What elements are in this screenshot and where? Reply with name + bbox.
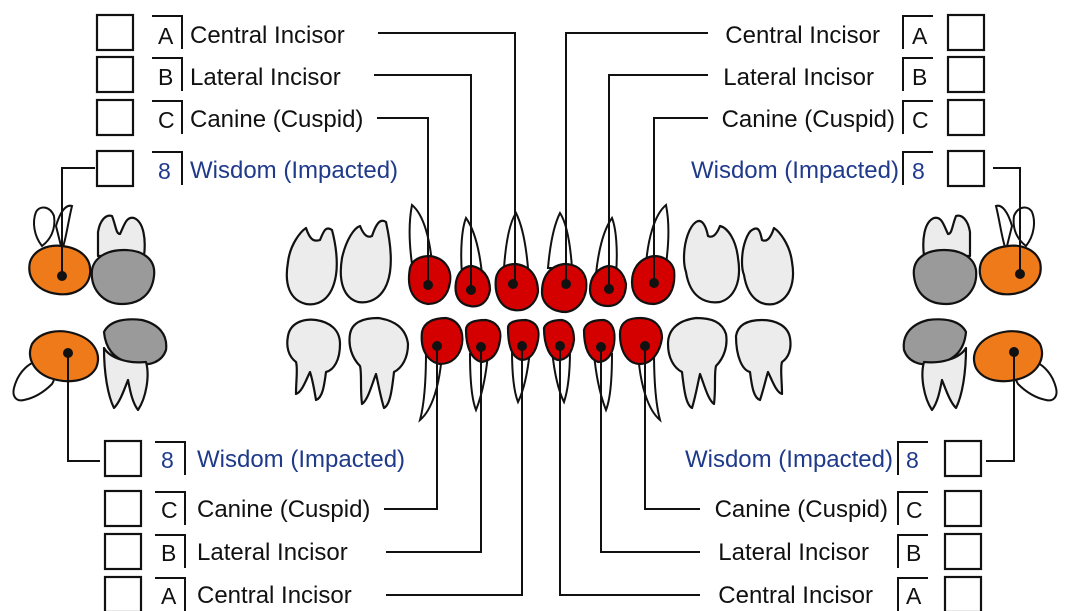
- code-upper-right-wisdom: 8: [912, 158, 925, 184]
- lower-right-wisdom-tooth: [974, 331, 1042, 381]
- lower-left-lateral-incisor: [466, 320, 500, 362]
- lower-left-wisdom-tooth: [30, 331, 98, 381]
- checkbox-lower-left-canine[interactable]: [105, 491, 141, 526]
- code-lower-left-canine: C: [161, 497, 178, 523]
- label-lower-right-lateral-incisor: Lateral Incisor: [718, 539, 869, 566]
- right-wisdom-group: [904, 206, 1057, 410]
- label-upper-right-wisdom: Wisdom (Impacted): [691, 157, 899, 184]
- label-upper-right-central-incisor: Central Incisor: [725, 22, 880, 49]
- lower-right-molar-2: [736, 320, 791, 400]
- upper-arch: [287, 205, 793, 312]
- left-wisdom-group: [13, 206, 166, 410]
- upper-left-wisdom-root: [34, 207, 54, 246]
- label-lower-right-wisdom: Wisdom (Impacted): [685, 446, 893, 473]
- label-lower-left-wisdom: Wisdom (Impacted): [197, 446, 405, 473]
- checkbox-upper-right-wisdom[interactable]: [948, 151, 984, 186]
- code-upper-left-canine: C: [158, 107, 175, 133]
- code-lower-left-central-incisor: A: [161, 583, 177, 609]
- label-upper-left-central-incisor: Central Incisor: [190, 22, 345, 49]
- checkbox-lower-left-central-incisor[interactable]: [105, 577, 141, 611]
- label-upper-right-lateral-incisor: Lateral Incisor: [723, 64, 874, 91]
- upper-right-labels: Central Incisor A Lateral Incisor B Cani…: [691, 15, 984, 186]
- checkbox-upper-right-canine[interactable]: [948, 100, 984, 135]
- code-lower-right-central-incisor: A: [906, 583, 922, 609]
- code-lower-right-canine: C: [906, 497, 923, 523]
- code-upper-right-central-incisor: A: [912, 23, 928, 49]
- label-upper-right-canine: Canine (Cuspid): [722, 106, 895, 133]
- lower-left-molar-1: [349, 318, 408, 408]
- label-upper-left-wisdom: Wisdom (Impacted): [190, 157, 398, 184]
- upper-right-second-molar-crown: [914, 250, 976, 304]
- checkbox-upper-left-wisdom[interactable]: [97, 151, 133, 186]
- upper-right-wisdom-root: [1014, 207, 1034, 246]
- checkbox-lower-right-lateral-incisor[interactable]: [945, 534, 981, 569]
- upper-left-second-molar-crown: [92, 250, 154, 304]
- lower-right-labels: Wisdom (Impacted) 8 Canine (Cuspid) C La…: [685, 441, 981, 611]
- label-lower-left-canine: Canine (Cuspid): [197, 496, 370, 523]
- upper-right-molar-1: [684, 221, 739, 302]
- lower-right-lateral-incisor: [584, 320, 615, 362]
- checkbox-upper-right-central-incisor[interactable]: [948, 15, 984, 50]
- code-upper-left-wisdom: 8: [158, 158, 171, 184]
- lower-left-labels: 8 Wisdom (Impacted) C Canine (Cuspid) B …: [105, 441, 405, 611]
- marker-upper-left-central: [508, 279, 518, 289]
- lower-left-canine: [422, 318, 463, 364]
- code-upper-left-central-incisor: A: [158, 23, 174, 49]
- checkbox-lower-right-canine[interactable]: [945, 491, 981, 526]
- lower-left-lateral-root: [470, 354, 488, 410]
- label-lower-right-central-incisor: Central Incisor: [718, 582, 873, 609]
- checkbox-lower-right-wisdom[interactable]: [945, 441, 981, 476]
- checkbox-upper-left-canine[interactable]: [97, 100, 133, 135]
- lower-arch: [287, 318, 790, 420]
- upper-right-wisdom-root-2: [996, 206, 1012, 250]
- code-lower-right-wisdom: 8: [906, 447, 919, 473]
- upper-left-canine: [409, 256, 450, 304]
- label-lower-left-central-incisor: Central Incisor: [197, 582, 352, 609]
- label-upper-left-canine: Canine (Cuspid): [190, 106, 363, 133]
- code-lower-left-lateral-incisor: B: [161, 540, 176, 566]
- lower-left-central-incisor: [508, 320, 539, 360]
- code-lower-right-lateral-incisor: B: [906, 540, 921, 566]
- lower-right-canine: [620, 318, 662, 364]
- leader-lower-right-central: [560, 346, 700, 595]
- label-lower-left-lateral-incisor: Lateral Incisor: [197, 539, 348, 566]
- label-upper-left-lateral-incisor: Lateral Incisor: [190, 64, 341, 91]
- leader-lower-left-central: [386, 346, 522, 595]
- upper-left-molar-2: [287, 228, 337, 304]
- code-upper-left-lateral-incisor: B: [158, 64, 173, 90]
- upper-right-central-root: [548, 213, 572, 268]
- upper-left-molar-1: [341, 221, 391, 303]
- checkbox-upper-left-central-incisor[interactable]: [97, 15, 133, 50]
- upper-left-labels: A Central Incisor B Lateral Incisor C Ca…: [97, 15, 398, 186]
- upper-left-wisdom-tooth: [29, 246, 90, 295]
- upper-right-molar-2: [742, 228, 793, 304]
- upper-left-wisdom-root-2: [56, 206, 72, 250]
- code-upper-right-lateral-incisor: B: [912, 64, 927, 90]
- code-upper-right-canine: C: [912, 107, 929, 133]
- label-lower-right-canine: Canine (Cuspid): [715, 496, 888, 523]
- checkbox-upper-left-lateral-incisor[interactable]: [97, 57, 133, 92]
- checkbox-lower-right-central-incisor[interactable]: [945, 577, 981, 611]
- checkbox-lower-left-lateral-incisor[interactable]: [105, 534, 141, 569]
- lower-left-molar-2: [287, 320, 340, 400]
- checkbox-upper-right-lateral-incisor[interactable]: [948, 57, 984, 92]
- lower-right-molar-1: [668, 318, 727, 408]
- upper-right-wisdom-tooth: [980, 246, 1041, 295]
- code-lower-left-wisdom: 8: [161, 447, 174, 473]
- checkbox-lower-left-wisdom[interactable]: [105, 441, 141, 476]
- leader-upper-left-central: [378, 33, 515, 284]
